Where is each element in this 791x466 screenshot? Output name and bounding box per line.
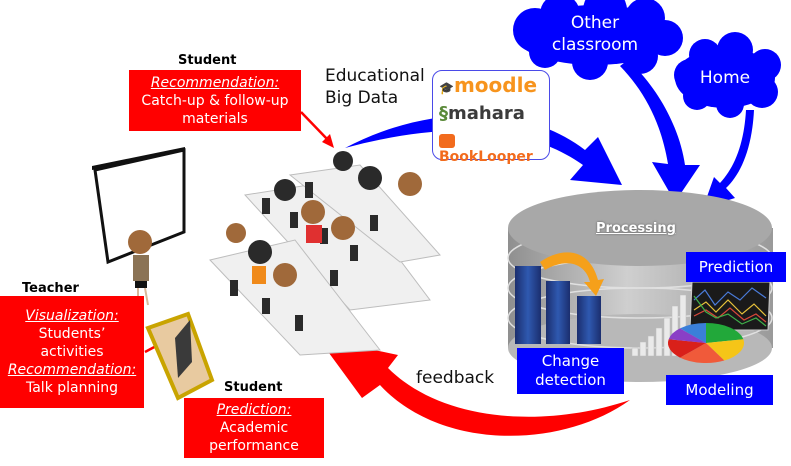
modeling-pie-chart [667, 322, 744, 363]
pie-slice [706, 339, 744, 361]
big-data-label: Educational Big Data [325, 65, 425, 109]
mahara-figure-icon: § [439, 103, 448, 124]
student-recommendation-heading: Recommendation: [150, 74, 280, 91]
big-data-arrow [345, 115, 622, 185]
teacher-visualization-line: Students’ [38, 326, 106, 342]
orange-curved-arrow [540, 252, 604, 296]
student-recommendation-line: materials [182, 110, 248, 127]
teacher-figure [128, 230, 152, 306]
processing-title: Processing [596, 221, 676, 236]
teacher-desk [145, 311, 215, 401]
pie-slice [679, 343, 725, 363]
student-pointer-arrow [300, 111, 329, 141]
pie-slice [679, 322, 706, 343]
student-prediction-line: performance [209, 438, 299, 454]
classroom-monitors [230, 182, 378, 331]
change-detection-box: Change detection [517, 348, 624, 394]
feedback-label: feedback [416, 368, 495, 388]
teacher-visualization-line: activities [40, 344, 104, 360]
cloud-other-classroom [513, 0, 683, 80]
teacher-box: Visualization: Students’ activities Reco… [0, 296, 144, 408]
big-data-label-line: Big Data [325, 88, 399, 108]
teacher-recommendation-heading: Recommendation: [7, 362, 137, 378]
home-label: Home [699, 68, 751, 88]
home-arrow [703, 110, 754, 208]
prediction-monitor [689, 281, 771, 331]
student-bottom-role: Student [224, 380, 283, 395]
teacher-recommendation-line: Talk planning [25, 380, 118, 396]
change-detection-line: detection [535, 371, 606, 389]
cloud-label-line: Other [570, 13, 620, 33]
modeling-box: Modeling [666, 375, 773, 405]
student-recommendation-box: Recommendation: Catch-up & follow-up mat… [129, 70, 301, 131]
learning-systems-box: 🎓moodle §mahara BookLooper [432, 70, 550, 165]
moodle-logo: 🎓moodle [439, 73, 538, 97]
students-figures [226, 151, 422, 287]
change-detection-bars [515, 252, 604, 344]
student-prediction-heading: Prediction: [216, 402, 292, 418]
student-prediction-box: Prediction: Academic performance [184, 398, 324, 458]
projector-screen [92, 147, 186, 265]
student-recommendation-line: Catch-up & follow-up [141, 92, 289, 109]
other-classroom-arrow [620, 60, 700, 202]
rising-bars-graphic [631, 294, 687, 357]
teacher-visualization-heading: Visualization: [25, 308, 119, 324]
student-top-role: Student [178, 53, 237, 68]
change-detection-line: Change [541, 352, 600, 370]
pie-slice [668, 328, 706, 343]
teacher-role: Teacher [22, 281, 79, 296]
mahara-logo: §mahara [439, 103, 525, 124]
big-data-label-line: Educational [325, 66, 425, 86]
student-prediction-line: Academic [219, 420, 289, 436]
pie-slice [706, 323, 744, 343]
prediction-box: Prediction [686, 252, 786, 282]
mortarboard-icon: 🎓 [439, 81, 454, 95]
pie-slice [667, 339, 706, 358]
booklooper-logo: BookLooper [439, 133, 549, 165]
cloud-home [674, 32, 781, 118]
cloud-label-line: classroom [551, 35, 639, 55]
booklooper-icon [439, 134, 455, 148]
other-classroom-label: Other classroom [545, 12, 645, 56]
